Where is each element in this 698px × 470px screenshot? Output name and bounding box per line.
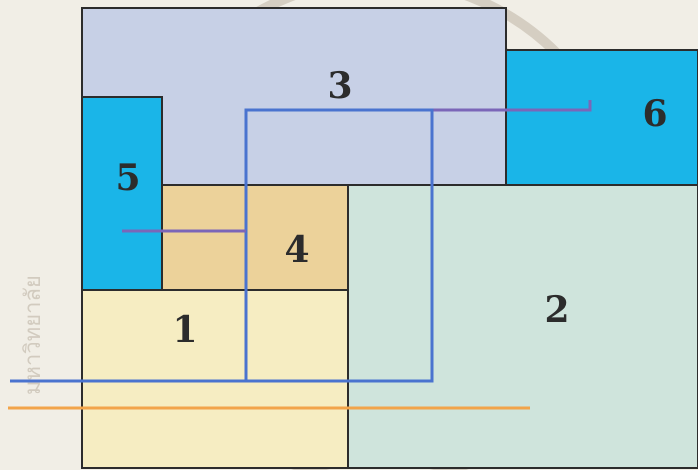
region-2 [348,185,698,468]
regions [82,8,698,468]
label-region-2: 2 [544,289,569,331]
label-region-6: 6 [642,93,667,135]
watermark-text: มหาวิทยาลัย [21,275,46,395]
region-4 [162,185,348,290]
label-region-4: 4 [284,229,309,271]
label-region-5: 5 [115,157,140,199]
label-region-3: 3 [327,65,352,107]
region-6 [506,50,698,185]
label-region-1: 1 [172,309,197,351]
region-1 [82,290,348,468]
